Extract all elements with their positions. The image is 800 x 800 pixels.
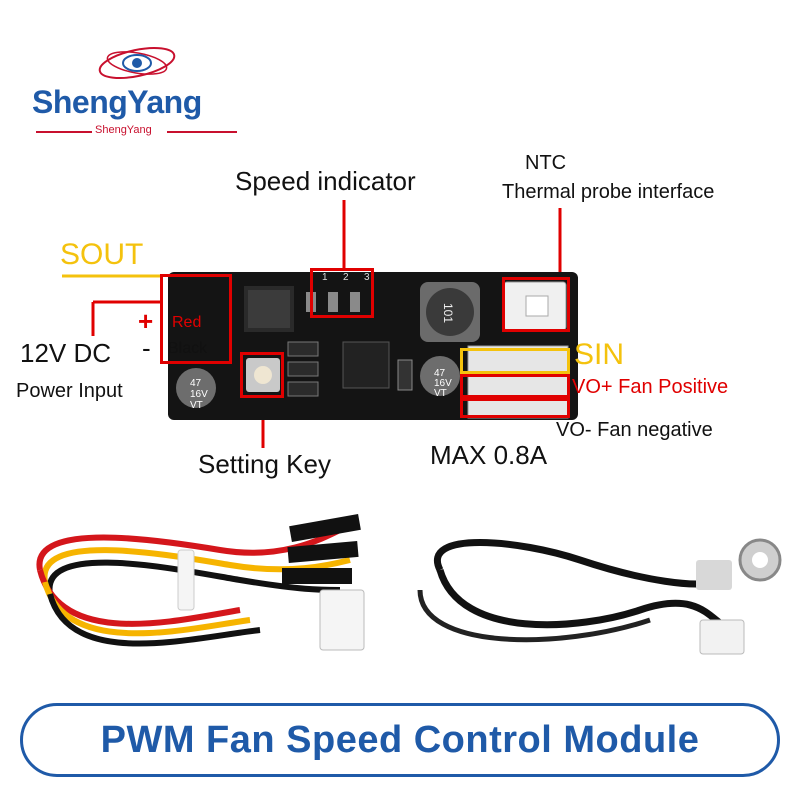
cap-right-text-2: 16V (434, 378, 452, 389)
pcb-components (176, 281, 569, 419)
12v-dc-label: 12V DC (20, 338, 112, 368)
logo-brand: ShengYang (32, 84, 202, 120)
speed-digit-1: 1 (322, 272, 328, 283)
logo-eye-icon (98, 47, 176, 79)
max-current-label: MAX 0.8A (430, 440, 548, 470)
plus-sign: + (138, 306, 154, 336)
sin-label: SIN (574, 338, 625, 371)
fan-cable-image (36, 514, 365, 651)
minus-sign: - (142, 333, 151, 363)
speed-indicator-box (310, 268, 374, 318)
sin-pin-box (460, 348, 570, 374)
power-input-label: Power Input (16, 380, 123, 402)
black-wire-label: Black (168, 340, 208, 357)
red-wire-label: Red (172, 314, 202, 331)
cap-left-text-1: 47 (190, 378, 202, 389)
power-connector-box (160, 274, 232, 364)
vo-minus-pin-box (460, 398, 570, 418)
speed-indicator-label: Speed indicator (235, 166, 416, 196)
logo-rule-right (167, 131, 237, 133)
vo-minus-label: VO- Fan negative (556, 419, 713, 441)
cap-left-text-3: VT (190, 400, 203, 411)
sout-label: SOUT (60, 238, 144, 271)
ntc-label: NTC (525, 152, 567, 174)
inductor-marking: 101 (441, 302, 456, 324)
vo-plus-pin-box (460, 374, 570, 398)
cap-right-text-1: 47 (434, 368, 446, 379)
thermal-probe-label: Thermal probe interface (502, 181, 715, 203)
logo-subtitle: ShengYang (95, 124, 152, 136)
vo-plus-label: VO+ Fan Positive (572, 376, 729, 398)
speed-digit-2: 2 (343, 272, 349, 283)
logo-rule-left (36, 131, 92, 133)
speed-digit-3: 3 (364, 272, 370, 283)
setting-key-box (240, 352, 284, 398)
banner-title: PWM Fan Speed Control Module (100, 718, 700, 761)
cap-right-text-3: VT (434, 388, 447, 399)
title-banner: PWM Fan Speed Control Module (20, 703, 780, 777)
cap-left-text-2: 16V (190, 389, 208, 400)
thermal-probe-cable-image (417, 538, 782, 655)
ntc-connector-box (502, 277, 570, 332)
setting-key-label: Setting Key (198, 449, 331, 479)
